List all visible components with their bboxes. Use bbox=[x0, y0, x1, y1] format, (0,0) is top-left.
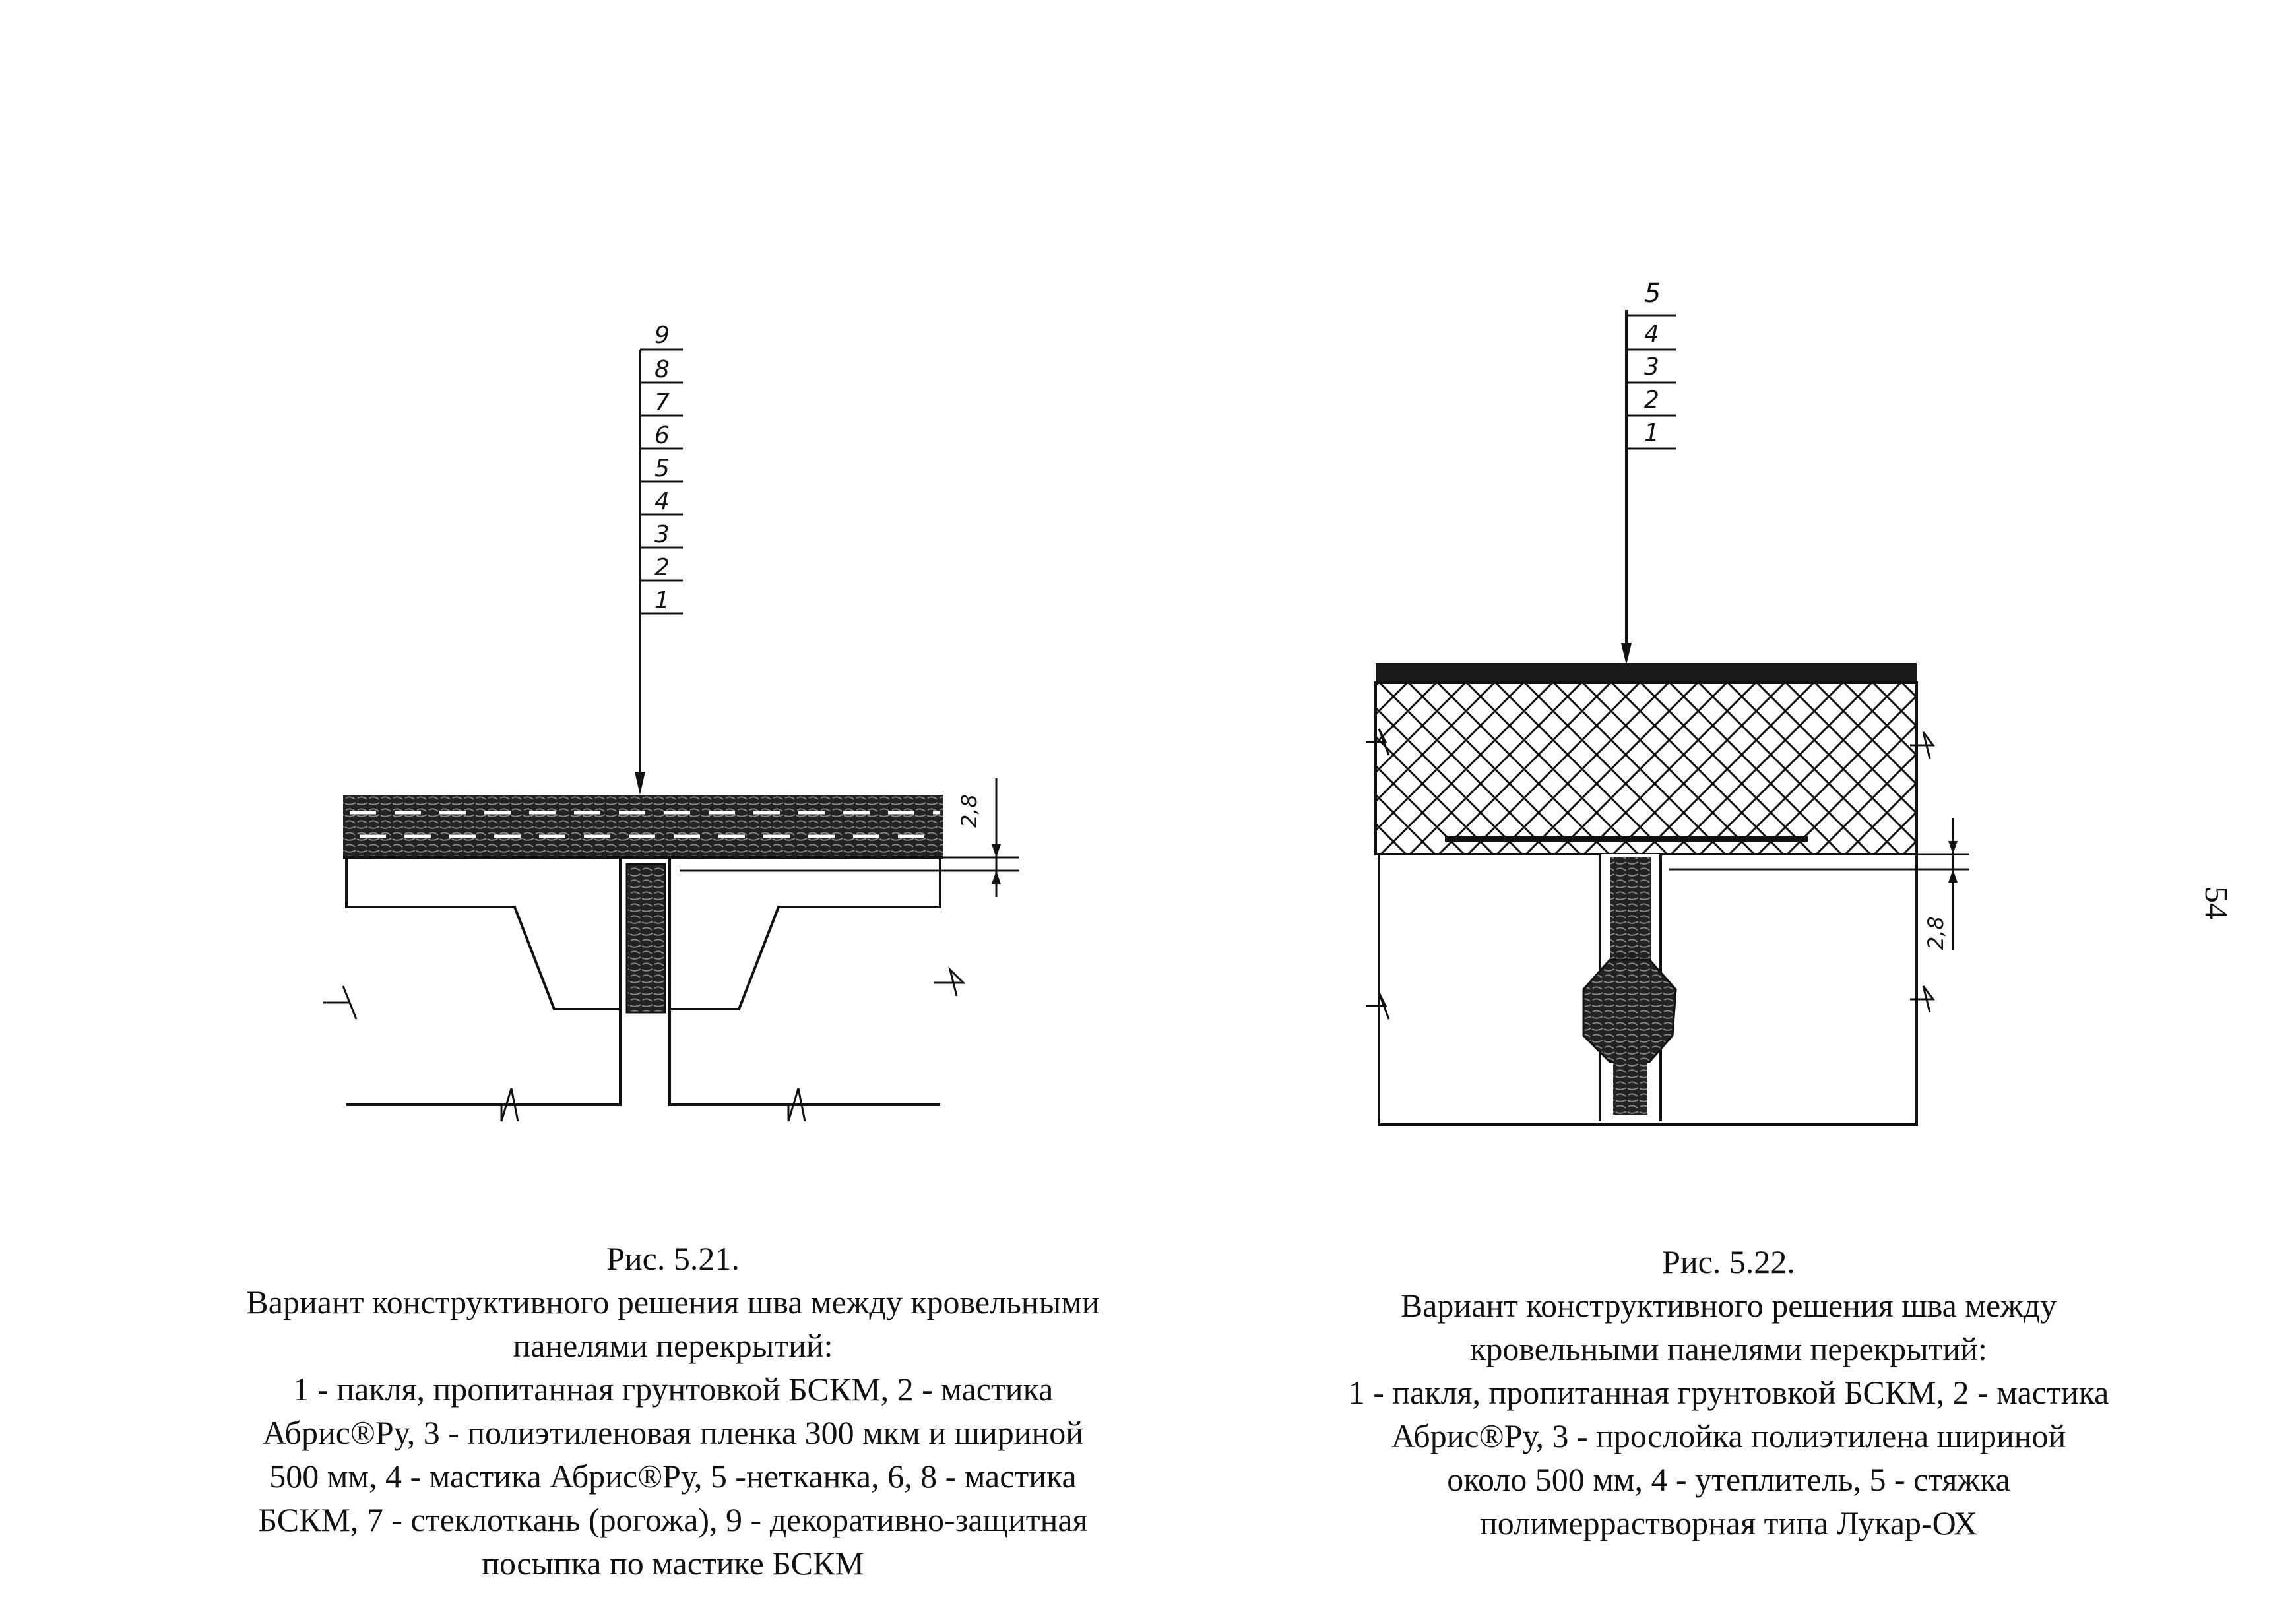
break-line bbox=[787, 1088, 806, 1122]
roof-layers bbox=[343, 795, 943, 857]
page-number: 54 bbox=[2198, 886, 2235, 919]
roof-layer-dashes bbox=[350, 811, 940, 838]
leader-arrow-icon bbox=[1621, 643, 1632, 665]
leader-label: 8 bbox=[654, 356, 670, 383]
leader-label-ladder bbox=[1626, 314, 1676, 450]
caption-line: 1 - пакля, пропитанная грунтовкой БСКМ, … bbox=[292, 1371, 1054, 1408]
caption-line: Вариант конструктивного решения шва межд… bbox=[1400, 1287, 2057, 1324]
caption-line: Абрис®Ру, 3 - прослойка полиэтилена шири… bbox=[1391, 1417, 2066, 1454]
caption-line: 1 - пакля, пропитанная грунтовкой БСКМ, … bbox=[1348, 1374, 2109, 1411]
leader-label: 1 bbox=[654, 587, 670, 614]
insulation-layer bbox=[1374, 681, 1918, 855]
screed-layer bbox=[1376, 663, 1917, 683]
figure-5-21: 9 8 7 6 5 4 3 2 1 bbox=[323, 322, 1019, 1122]
caption-line: посыпка по мастике БСКМ bbox=[482, 1545, 864, 1582]
dimension-marker bbox=[1669, 818, 1969, 950]
leader-label: 3 bbox=[654, 521, 670, 548]
caption-line: панелями перекрытий: bbox=[513, 1327, 833, 1364]
leader-label: 7 bbox=[654, 389, 670, 416]
break-line bbox=[323, 985, 358, 1020]
caption-line: кровельными панелями перекрытий: bbox=[1470, 1330, 1987, 1367]
leader-label: 3 bbox=[1644, 354, 1659, 381]
break-line bbox=[934, 966, 966, 997]
caption-line: Вариант конструктивного решения шва межд… bbox=[246, 1284, 1100, 1320]
caption-title: Рис. 5.22. bbox=[1662, 1243, 1795, 1280]
caption-line: полимеррастворная типа Лукар-ОХ bbox=[1479, 1505, 1977, 1541]
dimension-label: 2,8 bbox=[1923, 916, 1948, 950]
leader-label: 5 bbox=[654, 455, 670, 482]
leader-label: 2 bbox=[1644, 387, 1659, 414]
leader-label: 5 bbox=[1644, 278, 1661, 309]
panel-right bbox=[668, 857, 941, 1106]
leader-label: 6 bbox=[654, 422, 670, 449]
dimension-label: 2,8 bbox=[957, 794, 982, 828]
leader-label: 1 bbox=[1644, 419, 1659, 447]
break-line bbox=[1910, 731, 1935, 759]
leader-label: 4 bbox=[1644, 321, 1659, 348]
figure-5-22-caption: Рис. 5.22. Вариант конструктивного решен… bbox=[1227, 1240, 2230, 1545]
break-line bbox=[1910, 985, 1935, 1013]
leader-label-ladder bbox=[640, 348, 683, 615]
caption-line: около 500 мм, 4 - утеплитель, 5 - стяжка bbox=[1447, 1461, 2010, 1498]
break-line bbox=[500, 1088, 519, 1122]
break-line bbox=[1366, 728, 1390, 756]
leader-label: 4 bbox=[654, 488, 670, 515]
seam-fill bbox=[1610, 857, 1651, 970]
caption-line: Абрис®Ру, 3 - полиэтиленовая пленка 300 … bbox=[262, 1414, 1084, 1451]
leader-label: 9 bbox=[654, 322, 670, 349]
caption-line: БСКМ, 7 - стеклоткань (рогожа), 9 - деко… bbox=[258, 1501, 1088, 1538]
seam-tow-plug bbox=[1582, 958, 1677, 1063]
leader-arrow-icon bbox=[635, 772, 645, 795]
caption-line: 500 мм, 4 - мастика Абрис®Ру, 5 -нетканк… bbox=[269, 1458, 1077, 1495]
caption-title: Рис. 5.21. bbox=[606, 1240, 740, 1277]
panel-left bbox=[345, 857, 622, 1106]
seam-fill bbox=[1613, 1059, 1647, 1115]
leader-label: 2 bbox=[654, 554, 670, 581]
figure-5-22: 5 4 3 2 1 2,8 bbox=[1366, 278, 1969, 1126]
break-line bbox=[1366, 992, 1390, 1020]
seam-fill bbox=[625, 863, 666, 1014]
figure-5-21-caption: Рис. 5.21. Вариант конструктивного решен… bbox=[92, 1237, 1254, 1585]
